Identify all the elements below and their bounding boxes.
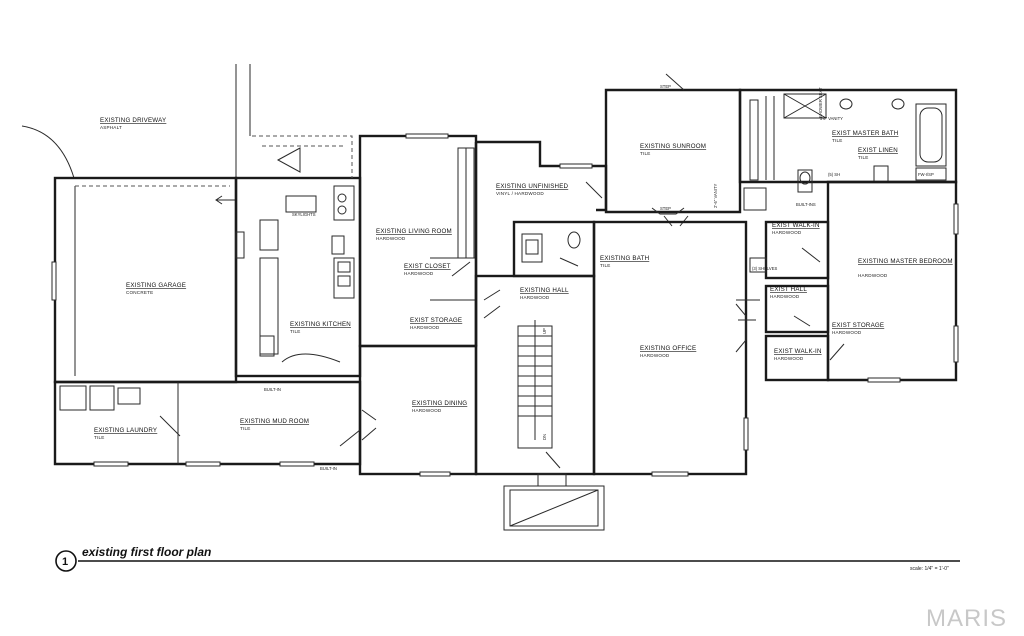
note-built-in-mud: BUILT-IN — [320, 466, 337, 471]
finish-kitchen: TILE — [290, 329, 301, 334]
label-linen: EXIST LINEN — [858, 147, 898, 154]
finish-storage-living: HARDWOOD — [410, 325, 440, 330]
front-porch — [503, 485, 605, 531]
note-vanity-sunroom: 2'-6" VANITY — [713, 183, 718, 208]
label-unfinished: EXISTING UNFINISHED — [496, 183, 569, 190]
finish-bath: TILE — [600, 263, 611, 268]
note-built-ins-master: BUILT-INS — [796, 202, 816, 207]
label-sunroom: EXISTING SUNROOM — [640, 143, 706, 150]
finish-mudroom: TILE — [240, 426, 251, 431]
note-step-sunroom: STEP — [660, 84, 671, 89]
label-driveway: EXISTING DRIVEWAY — [100, 117, 166, 124]
finish-closet: HARDWOOD — [404, 271, 434, 276]
label-kitchen: EXISTING KITCHEN — [290, 321, 351, 328]
finish-laundry: TILE — [94, 435, 105, 440]
finish-unfinished: VINYL / HARDWOOD — [496, 191, 544, 196]
label-storage-living: EXIST STORAGE — [410, 317, 462, 324]
plan-scale: scale: 1/4" = 1'-0" — [910, 566, 949, 572]
note-up: UP — [542, 328, 547, 334]
label-closet: EXIST CLOSET — [404, 263, 451, 270]
sunroom-walls — [604, 73, 742, 227]
finish-driveway: ASPHALT — [100, 125, 122, 130]
master-bedroom-walls — [735, 180, 959, 383]
hall-walls — [474, 274, 596, 487]
note-sh: (5) SH — [828, 172, 840, 177]
label-mudroom: EXISTING MUD ROOM — [240, 418, 309, 425]
garage-walls — [51, 176, 238, 384]
watermark: MARIS — [926, 605, 1007, 632]
driveway-edge — [21, 64, 251, 179]
title-block: 1 existing first floor plan scale: 1/4" … — [55, 545, 960, 572]
note-shelves: (3) SHELVES — [752, 266, 777, 271]
note-skylights: SKYLIGHTS — [292, 212, 316, 217]
finish-walkin-2: HARDWOOD — [774, 356, 804, 361]
label-master-bath: EXIST MASTER BATH — [832, 130, 898, 137]
finish-linen: TILE — [858, 155, 869, 160]
finish-hall: HARDWOOD — [520, 295, 550, 300]
plan-title: existing first floor plan — [82, 545, 211, 559]
label-laundry: EXISTING LAUNDRY — [94, 427, 157, 434]
label-storage-master: EXIST STORAGE — [832, 322, 884, 329]
finish-office: HARDWOOD — [640, 353, 670, 358]
drawing-number-circle — [55, 550, 77, 572]
kitchen-walls — [234, 135, 362, 378]
note-dn: DN — [542, 434, 547, 440]
label-exist-hall: EXIST HALL — [770, 286, 807, 293]
note-vanity-master: 5'6" VANITY — [820, 116, 843, 121]
laundry-mudroom-walls — [53, 380, 362, 467]
finish-dining: HARDWOOD — [412, 408, 442, 413]
label-living: EXISTING LIVING ROOM — [376, 228, 452, 235]
drawing-number: 1 — [62, 556, 68, 568]
finish-garage: CONCRETE — [126, 290, 153, 295]
bath-walls — [512, 220, 596, 278]
finish-storage-master: HARDWOOD — [832, 330, 862, 335]
label-garage: EXISTING GARAGE — [126, 282, 186, 289]
label-office: EXISTING OFFICE — [640, 345, 696, 352]
note-step-hall: STEP — [660, 206, 671, 211]
finish-living: HARDWOOD — [376, 236, 406, 241]
finish-master-bath: TILE — [832, 138, 843, 143]
annotation-notes: STEP STEP BUILT-IN BUILT-IN BUILT-INS SK… — [264, 84, 934, 471]
finish-master-bedroom: HARDWOOD — [858, 273, 888, 278]
label-master-bedroom: EXISTING MASTER BEDROOM — [858, 258, 953, 265]
note-fw-sp: FW-I/SP — [918, 172, 934, 177]
label-walkin-1: EXIST WALK-IN — [772, 222, 820, 229]
unfinished-walls — [474, 140, 608, 346]
room-labels: EXISTING DRIVEWAY ASPHALT EXISTING GARAG… — [94, 117, 953, 440]
note-shower-seat: SHOWER SEAT — [818, 87, 823, 118]
finish-walkin-1: HARDWOOD — [772, 230, 802, 235]
label-bath: EXISTING BATH — [600, 255, 649, 262]
note-built-in-kitchen: BUILT-IN — [264, 387, 281, 392]
label-walkin-2: EXIST WALK-IN — [774, 348, 822, 355]
label-dining: EXISTING DINING — [412, 400, 467, 407]
office-walls — [592, 220, 760, 477]
finish-exist-hall: HARDWOOD — [770, 294, 800, 299]
finish-sunroom: TILE — [640, 151, 651, 156]
label-hall: EXISTING HALL — [520, 287, 569, 294]
